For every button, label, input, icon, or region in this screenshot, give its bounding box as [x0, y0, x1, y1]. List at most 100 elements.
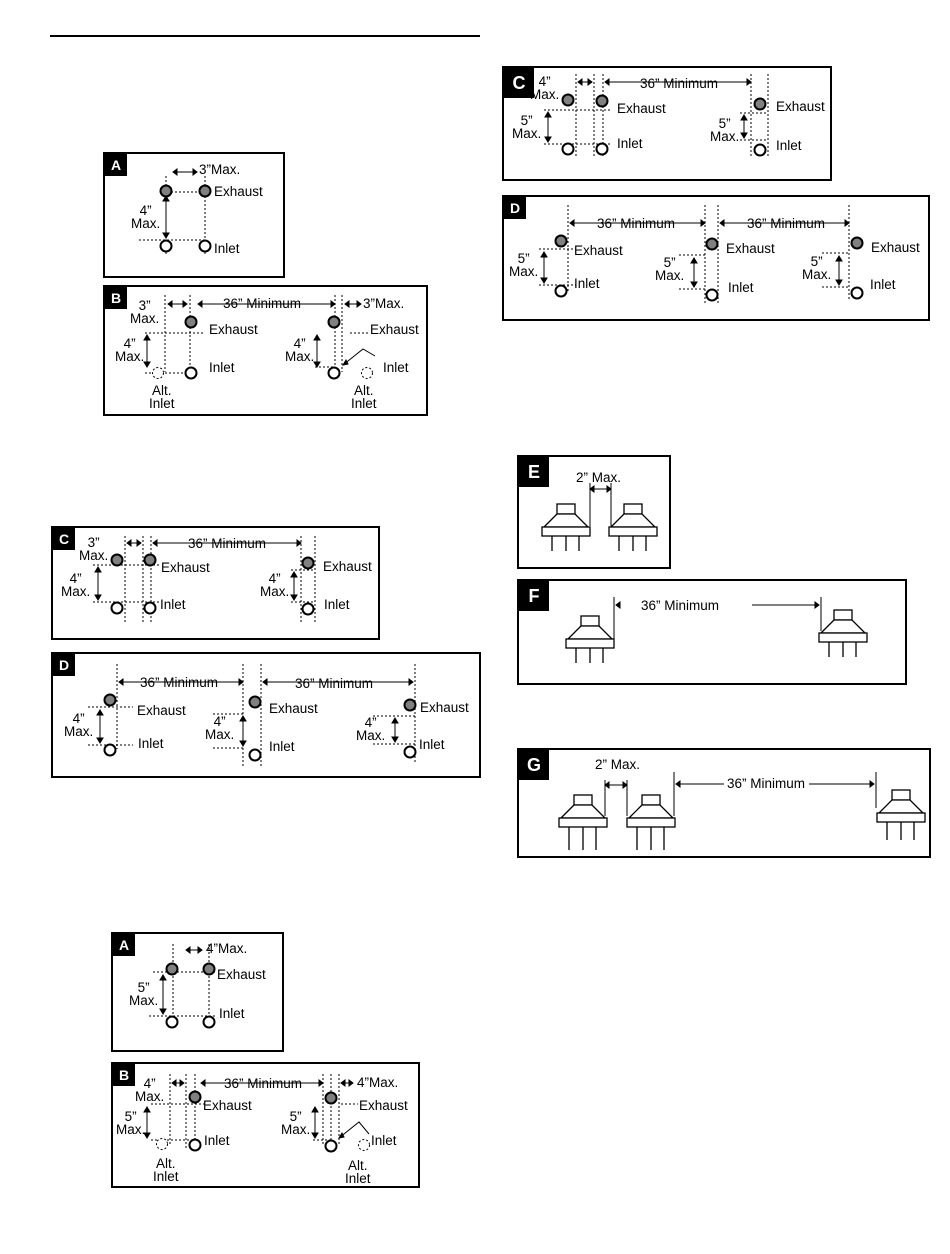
alt-inlet-port — [358, 1139, 370, 1151]
exhaust-port — [143, 553, 157, 567]
inlet-port — [184, 366, 198, 380]
min-label: 36” Minimum — [295, 676, 374, 691]
panel-c-4in-drawing — [544, 74, 769, 158]
exhaust-port — [103, 693, 117, 707]
inlet-port — [188, 1138, 202, 1152]
exhaust-port — [202, 962, 216, 976]
panel-b-4in: B 4” Max. 36” Minimum 4”Max. Exhaust Exh… — [111, 1062, 420, 1188]
panel-a-4in-drawing — [149, 944, 217, 1029]
panel-a-3in: A 3”Max. Exhaust 4” Max. Inlet — [103, 152, 285, 278]
panel-d-4in: D 36” Minimum 36” Minimum Exhaust Exhaus… — [502, 195, 930, 321]
inlet-port — [705, 288, 719, 302]
exhaust-port — [324, 1091, 338, 1105]
inlet-label: Inlet — [870, 277, 896, 292]
max-label: 5” Max. — [512, 113, 542, 141]
min-label: 36” Minimum — [597, 216, 676, 231]
exhaust-label: Exhaust — [871, 240, 920, 255]
max-label: 4” Max. — [260, 571, 290, 599]
panel-f-drawing — [565, 597, 868, 663]
inlet-port — [248, 748, 262, 762]
inlet-label: Inlet — [138, 736, 164, 751]
inlet-label: Inlet — [160, 597, 186, 612]
inlet-port — [595, 142, 609, 156]
inlet-label: Inlet — [214, 241, 240, 256]
panel-label: C — [53, 528, 75, 550]
panel-c-3in: C 3” Max. 36” Minimum Exhaust Exhaust 4”… — [51, 526, 380, 640]
max-label: 3”Max. — [199, 162, 241, 177]
vent-terminal — [558, 794, 608, 850]
inlet-label: Inlet — [204, 1133, 230, 1148]
inlet-port — [327, 366, 341, 380]
exhaust-label: Exhaust — [420, 700, 469, 715]
panel-label: B — [113, 1064, 135, 1086]
exhaust-label: Exhaust — [359, 1098, 408, 1113]
exhaust-label: Exhaust — [726, 241, 775, 256]
inlet-port — [165, 1015, 179, 1029]
min-label: 36” Minimum — [140, 675, 219, 690]
inlet-label: Inlet — [574, 276, 600, 291]
inlet-port — [202, 1015, 216, 1029]
inlet-port — [561, 142, 575, 156]
max-label: 5” Max. — [655, 255, 685, 283]
inlet-label: Inlet — [269, 739, 295, 754]
alt-inlet-port — [361, 367, 373, 379]
exhaust-port — [850, 236, 864, 250]
min-label: 36” Minimum — [223, 296, 302, 311]
inlet-port — [159, 239, 173, 253]
max-label: 5” Max. — [710, 116, 740, 144]
alt-inlet-port — [156, 1138, 168, 1150]
inlet-port — [110, 601, 124, 615]
vent-terminal — [565, 615, 615, 663]
inlet-label: Inlet — [728, 280, 754, 295]
exhaust-port — [561, 93, 575, 107]
panel-label: F — [519, 581, 549, 611]
vent-terminal — [608, 503, 658, 551]
exhaust-label: Exhaust — [203, 1098, 252, 1113]
exhaust-port — [198, 184, 212, 198]
exhaust-port — [554, 234, 568, 248]
max-label: 4” Max. — [356, 715, 386, 743]
max-label: 4” Max. — [115, 336, 145, 364]
panel-f: F 36” Minimum — [517, 579, 907, 685]
max-label: 4”Max. — [357, 1075, 399, 1090]
max-label: 5” Max. — [116, 1109, 146, 1137]
exhaust-port — [705, 237, 719, 251]
inlet-port — [198, 239, 212, 253]
panel-g: G — [517, 748, 931, 858]
panel-a-3in-drawing — [139, 168, 212, 254]
vent-terminal — [876, 789, 926, 840]
panel-label: G — [519, 750, 549, 780]
panel-label: D — [504, 197, 526, 219]
alt-inlet-label: Alt. Inlet — [345, 1158, 371, 1186]
exhaust-label: Exhaust — [323, 559, 372, 574]
inlet-port — [554, 284, 568, 298]
exhaust-port — [595, 94, 609, 108]
max-label: 5” Max. — [802, 254, 832, 282]
panel-b-3in-drawing — [143, 295, 376, 380]
exhaust-label: Exhaust — [209, 322, 258, 337]
exhaust-label: Exhaust — [776, 99, 825, 114]
max-label: 5” Max. — [129, 980, 159, 1008]
panel-b-4in-drawing — [143, 1074, 370, 1153]
top-rule — [50, 35, 480, 37]
max-label: 5” Max. — [509, 251, 539, 279]
panel-label: A — [105, 154, 127, 176]
inlet-label: Inlet — [371, 1133, 397, 1148]
exhaust-label: Exhaust — [217, 967, 266, 982]
exhaust-port — [301, 556, 315, 570]
exhaust-label: Exhaust — [574, 243, 623, 258]
inlet-label: Inlet — [219, 1006, 245, 1021]
exhaust-port — [165, 962, 179, 976]
vent-terminal — [818, 609, 868, 657]
exhaust-port — [403, 698, 417, 712]
panel-e-drawing — [541, 483, 658, 551]
inlet-port — [850, 286, 864, 300]
alt-inlet-label: Alt. Inlet — [149, 383, 175, 411]
panel-label: E — [519, 457, 549, 487]
inlet-port — [324, 1139, 338, 1153]
panel-d-4in-drawing — [539, 205, 864, 305]
panel-label: D — [53, 654, 75, 676]
vent-terminal — [541, 503, 591, 551]
max-label: 2” Max. — [576, 470, 622, 485]
panel-label: C — [504, 68, 534, 98]
